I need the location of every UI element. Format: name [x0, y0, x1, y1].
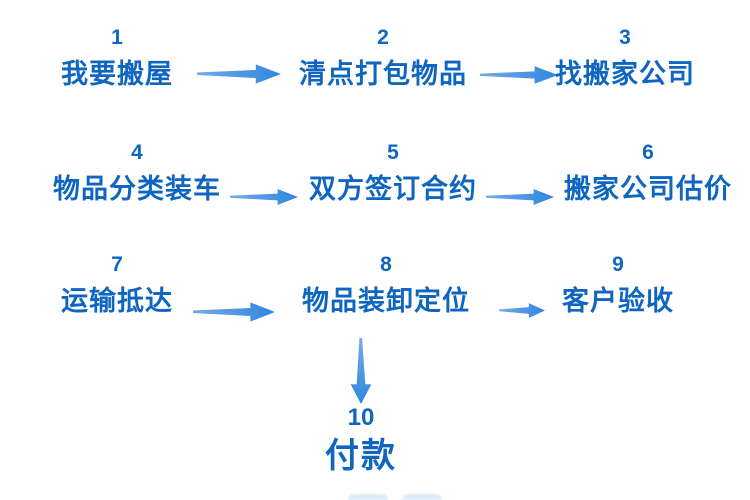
arrow-right-icon: [486, 189, 554, 205]
step-2: 2 清点打包物品: [299, 25, 467, 91]
step-9: 9 客户验收: [562, 252, 674, 318]
step-6: 6 搬家公司估价: [564, 140, 732, 206]
arrow-right-icon: [499, 303, 545, 318]
step-label: 物品装卸定位: [302, 286, 470, 316]
step-label: 搬家公司估价: [564, 174, 732, 204]
cutoff-bottom-shape: [402, 494, 442, 500]
step-8: 8 物品装卸定位: [302, 252, 470, 318]
cutoff-bottom-shape: [348, 494, 388, 500]
step-1: 1 我要搬屋: [61, 25, 173, 91]
step-number: 5: [387, 141, 399, 164]
arrow-right-icon: [480, 66, 558, 84]
step-label: 找搬家公司: [555, 59, 695, 89]
step-10: 10 付款: [325, 404, 397, 476]
step-number: 3: [619, 26, 631, 49]
step-number: 4: [131, 141, 143, 164]
step-label: 双方签订合约: [309, 174, 477, 204]
step-label: 运输抵达: [61, 286, 173, 316]
step-number: 8: [380, 253, 392, 276]
step-label: 清点打包物品: [299, 59, 467, 89]
step-number: 9: [612, 253, 624, 276]
step-7: 7 运输抵达: [61, 252, 173, 318]
step-label: 付款: [325, 437, 397, 475]
step-label: 物品分类装车: [53, 174, 221, 204]
step-number: 10: [347, 404, 375, 431]
arrow-right-icon: [197, 64, 281, 84]
step-5: 5 双方签订合约: [309, 140, 477, 206]
step-4: 4 物品分类装车: [53, 140, 221, 206]
arrow-right-icon: [193, 302, 275, 322]
step-number: 7: [111, 253, 123, 276]
step-number: 2: [377, 26, 389, 49]
step-label: 客户验收: [562, 286, 674, 316]
arrow-down-icon: [350, 338, 372, 404]
step-3: 3 找搬家公司: [555, 25, 695, 91]
step-label: 我要搬屋: [61, 59, 173, 89]
step-number: 1: [111, 26, 123, 49]
arrow-right-icon: [230, 189, 298, 205]
step-number: 6: [642, 141, 654, 164]
